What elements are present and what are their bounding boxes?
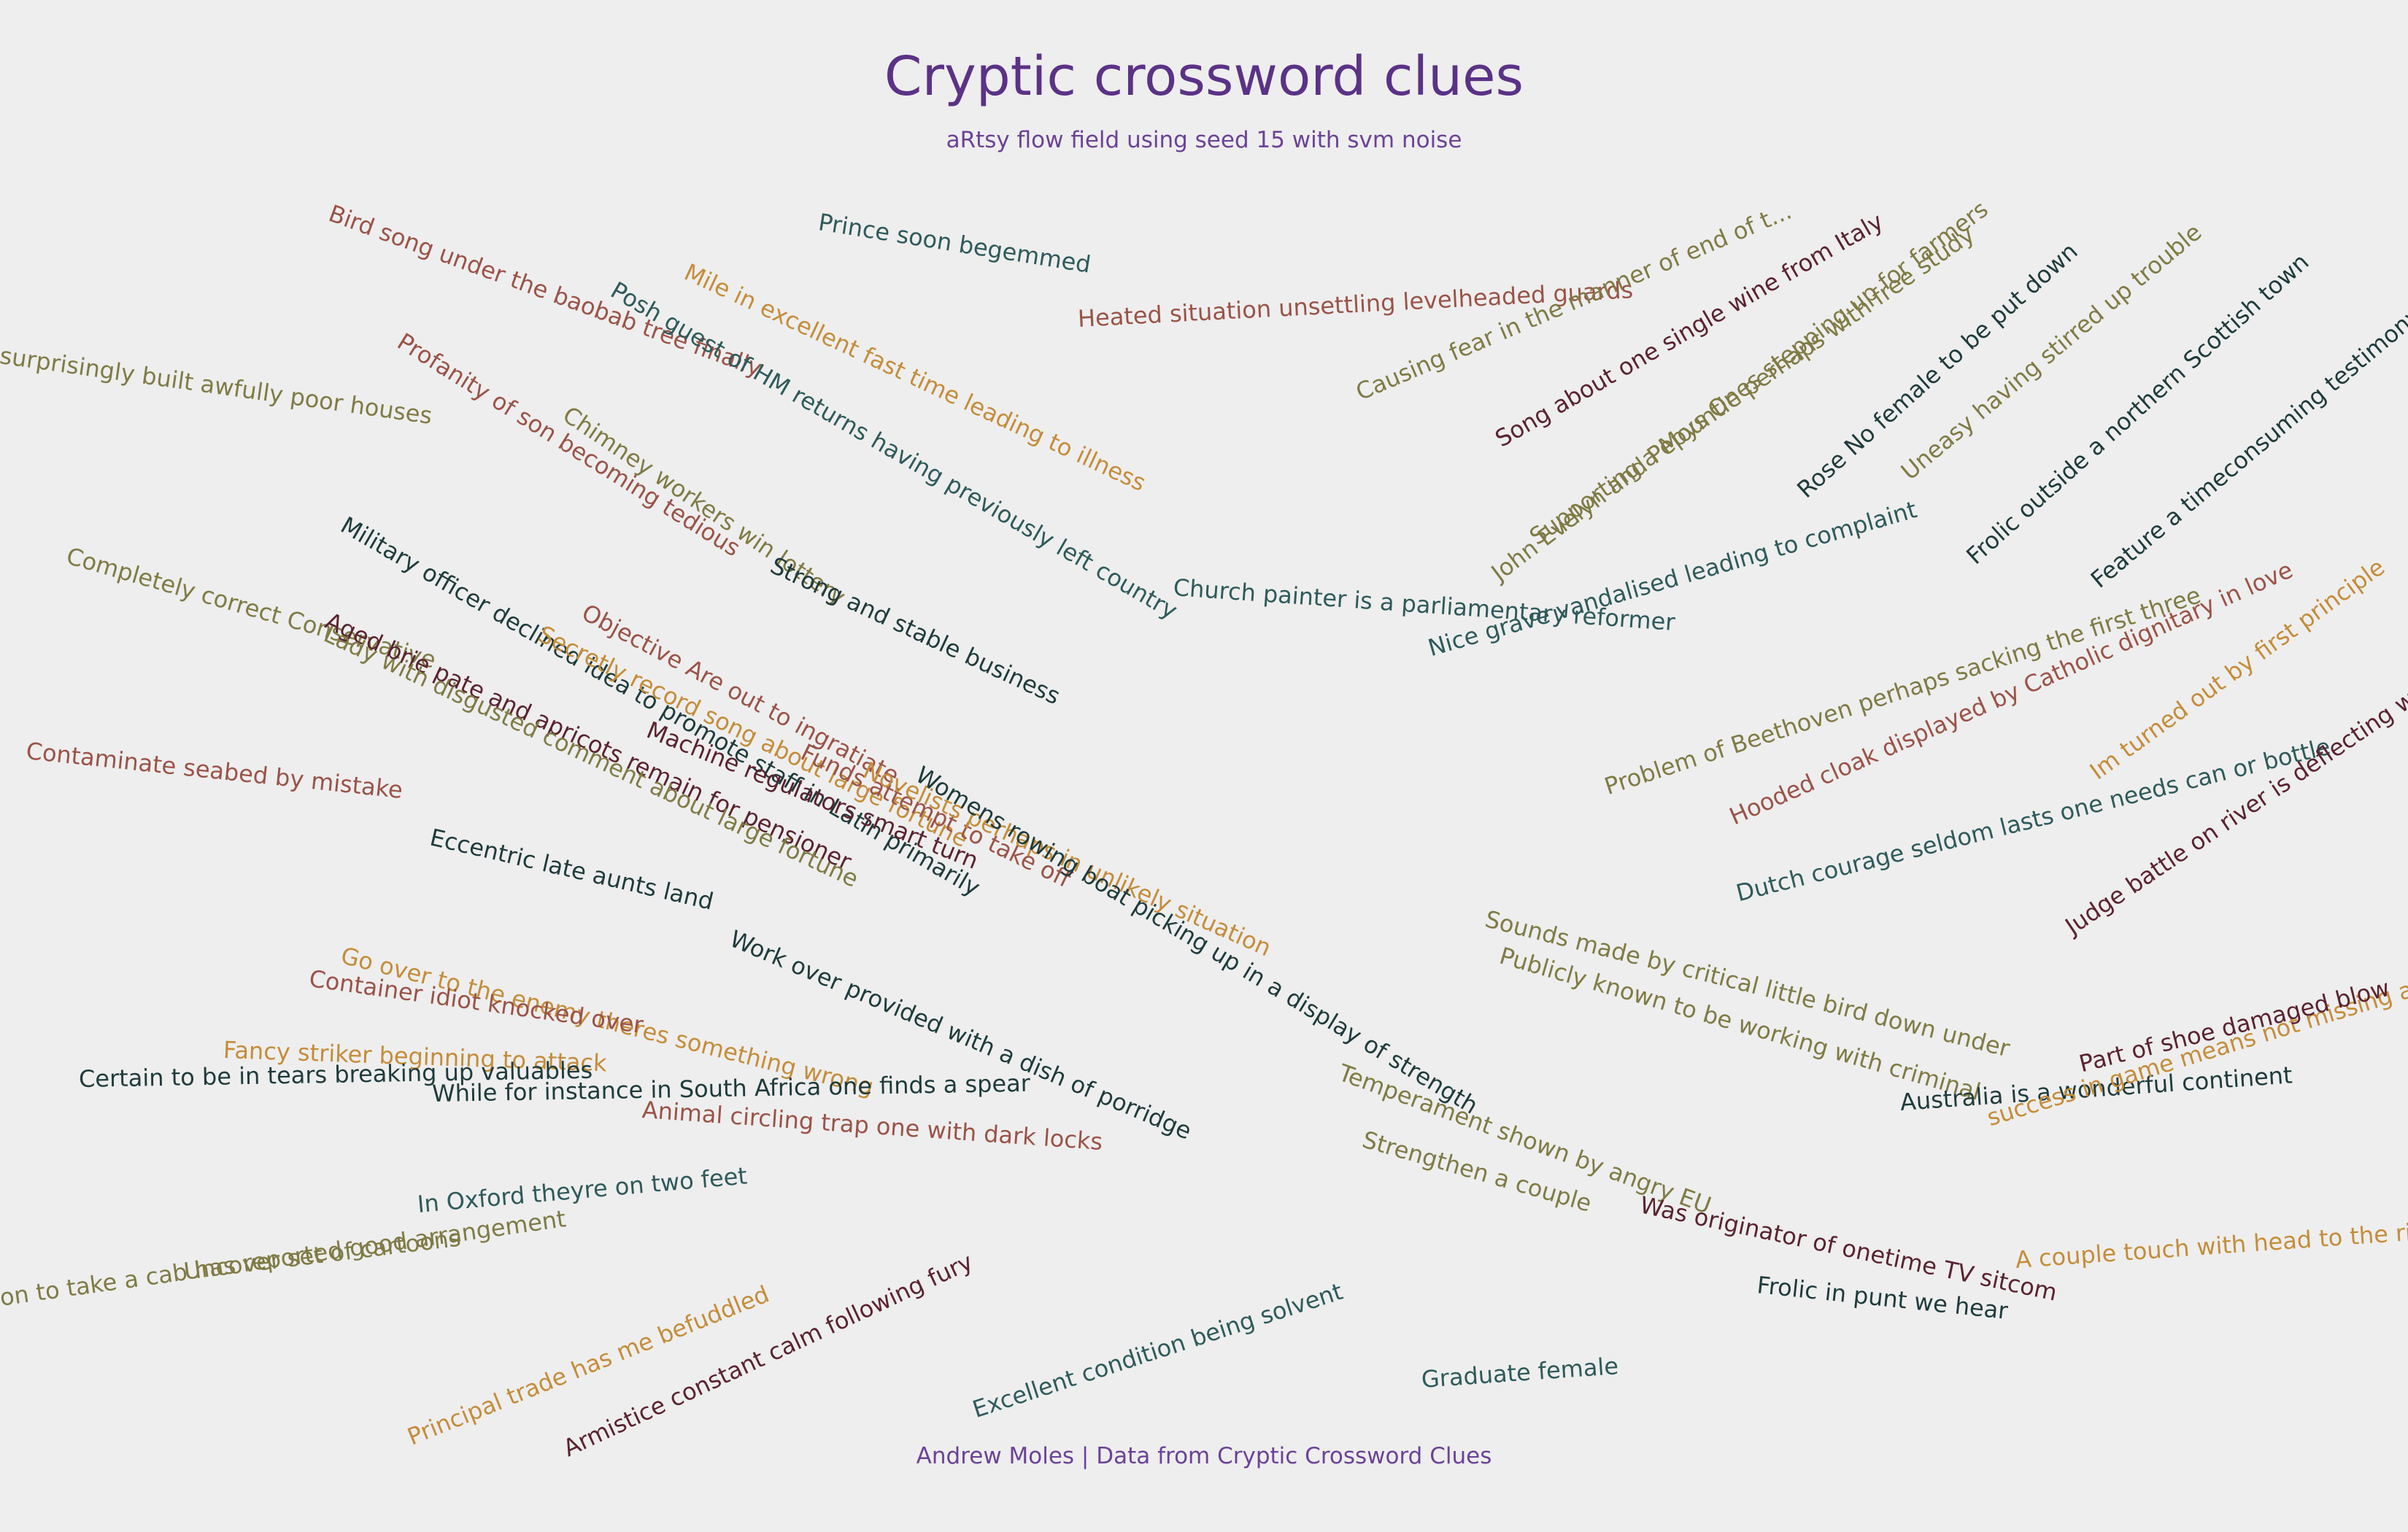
chart-subtitle: aRtsy flow field using seed 15 with svm … — [946, 127, 1462, 153]
credit-caption: Andrew Moles | Data from Cryptic Crosswo… — [916, 1443, 1492, 1469]
clue-text-contaminate-seabed-by-mistake: Contaminate seabed by mistake — [25, 737, 404, 805]
clue-text-on-to-take-a-cab-has-reported-good-arran: on to take a cab has reported good arran… — [0, 1204, 568, 1312]
clue-text-eccentric-late-aunts-land: Eccentric late aunts land — [427, 823, 717, 916]
clue-text-graduate-female: Graduate female — [1420, 1352, 1620, 1393]
clue-text-prince-soon-begemmed: Prince soon begemmed — [817, 208, 1093, 279]
clue-text-in-oxford-theyre-on-two-feet: In Oxford theyre on two feet — [416, 1161, 749, 1218]
clue-text-a-couple-touch-with-head-to-the-ri: A couple touch with head to the ri... — [2014, 1216, 2408, 1274]
clue-text-strong-and-stable-business: Strong and stable business — [765, 551, 1065, 711]
clue-text-part-of-shoe-damaged-blow: Part of shoe damaged blow — [2076, 973, 2393, 1078]
clue-text-surprisingly-built-awfully-poor-houses: surprisingly built awfully poor houses — [0, 341, 434, 430]
clue-text-animal-circling-trap-one-with-dark-locks: Animal circling trap one with dark locks — [641, 1096, 1104, 1156]
clue-text-feature-a-timeconsuming-testimony: Feature a timeconsuming testimony — [2085, 301, 2408, 594]
clue-text-womens-rowing-boat-picking-up-in-a-displ: Womens rowing boat picking up in a displ… — [911, 760, 1483, 1120]
clue-text-excellent-condition-being-solvent: Excellent condition being solvent — [969, 1277, 1346, 1424]
clue-text-profanity-of-son-becoming-tedious: Profanity of son becoming tedious — [392, 327, 746, 562]
chart-title: Cryptic crossword clues — [884, 45, 1524, 108]
